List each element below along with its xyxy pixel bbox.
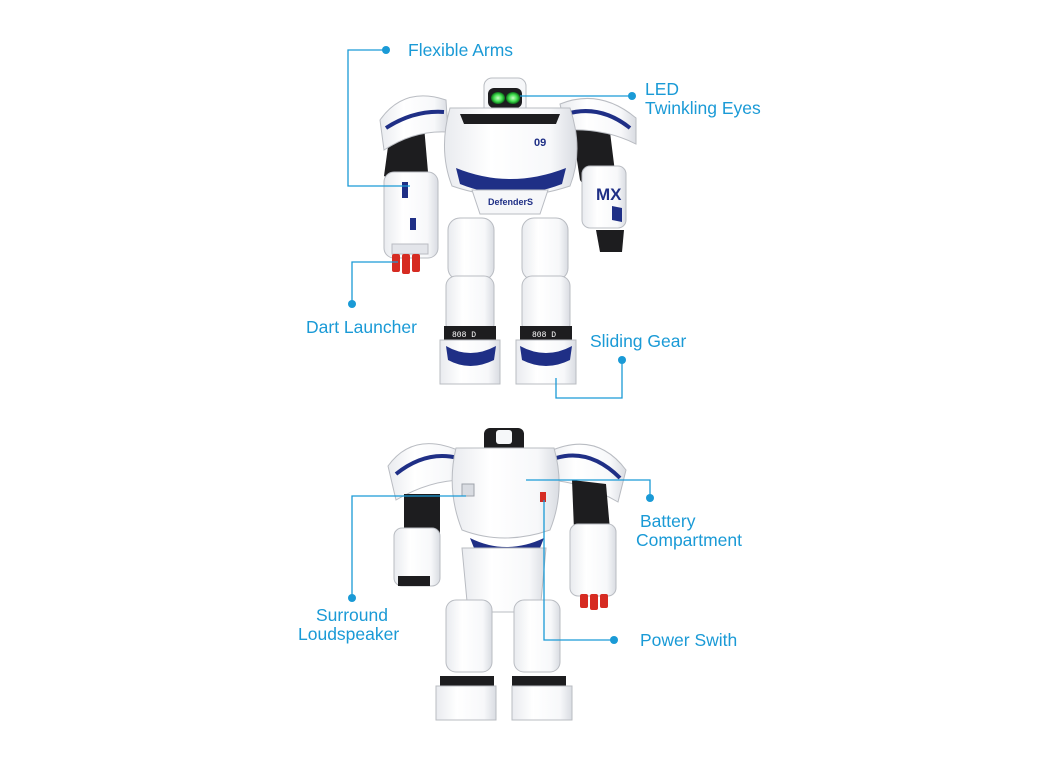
right-eye: [506, 92, 520, 104]
led-eyes-dot: [628, 92, 636, 100]
power-switch: [540, 492, 546, 502]
speaker-grille: [461, 483, 475, 497]
battery-dot: [646, 494, 654, 502]
label-flexible-arms: Flexible Arms: [408, 40, 514, 60]
front-torso: 09 DefenderS: [443, 107, 578, 215]
left-eye: [491, 92, 505, 104]
dart-launcher-leader: [351, 261, 398, 304]
front-robot: MX: [379, 77, 637, 385]
battery-leader: [526, 479, 651, 498]
label-battery-compartment: Battery Compartment: [636, 512, 742, 550]
label-battery-line2: Compartment: [636, 530, 743, 550]
label-sliding-gear: Sliding Gear: [590, 331, 687, 351]
label-power-switch: Power Swith: [640, 630, 738, 650]
callout-dots: [348, 46, 654, 644]
front-right-arm: MX: [572, 128, 627, 252]
left-leg-tag: 808 D: [452, 331, 476, 340]
label-led-eyes-line1: LED: [645, 79, 680, 99]
front-legs: 808 D 808 D: [439, 217, 577, 385]
chest-number: 09: [534, 137, 546, 149]
label-dart-launcher: Dart Launcher: [306, 317, 417, 337]
label-surround-loudspeaker: Surround Loudspeaker: [298, 606, 399, 644]
speaker-dot: [348, 594, 356, 602]
sliding-gear-dot: [618, 356, 626, 364]
label-battery-line1: Battery: [640, 511, 696, 531]
back-robot: [387, 428, 627, 721]
flexible-arms-dot: [382, 46, 390, 54]
flexible-arms-leader: [347, 49, 410, 187]
arm-badge-mx: MX: [596, 185, 622, 204]
label-speaker-line2: Loudspeaker: [298, 624, 400, 644]
label-led-eyes: LED Twinkling Eyes: [645, 80, 761, 118]
sliding-gear-leader: [555, 360, 623, 399]
dart-launcher-darts: [392, 254, 420, 274]
power-switch-leader: [543, 500, 614, 641]
power-switch-dot: [610, 636, 618, 644]
battery-cover: [451, 447, 560, 539]
speaker-leader: [351, 495, 466, 598]
label-led-eyes-line2: Twinkling Eyes: [645, 98, 761, 118]
front-left-arm: [383, 126, 439, 259]
callout-lines: [347, 49, 651, 641]
label-speaker-line1: Surround: [316, 605, 388, 625]
right-leg-tag: 808 D: [532, 331, 556, 340]
dart-launcher-dot: [348, 300, 356, 308]
chest-badge: DefenderS: [488, 197, 533, 207]
